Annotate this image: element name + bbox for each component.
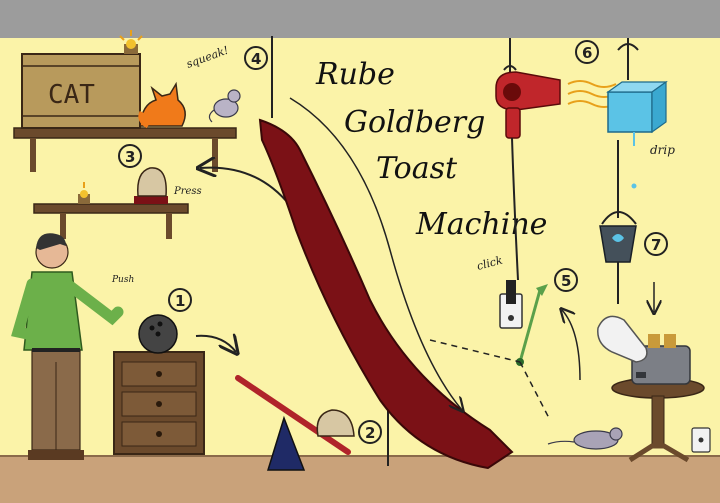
title-line-2: Goldberg: [344, 105, 485, 140]
push-note: Push: [111, 275, 134, 285]
slide: [258, 36, 514, 470]
step-2-marker: 2: [358, 420, 382, 444]
mouse-icon: [547, 427, 623, 450]
svg-text:1: 1: [175, 292, 185, 310]
ceiling: [0, 0, 720, 38]
svg-text:7: 7: [651, 236, 661, 254]
cat-crate: CAT: [21, 53, 141, 129]
glove-icon: [316, 409, 355, 437]
title-line-3: Toast: [376, 151, 458, 186]
dresser: [113, 351, 205, 455]
crate-label: CAT: [48, 80, 95, 110]
title-line-4: Machine: [415, 207, 547, 242]
drip-note: drip: [650, 143, 675, 157]
outlet-icon: [691, 427, 711, 453]
step-3-marker: 3: [118, 144, 142, 168]
svg-text:2: 2: [365, 424, 375, 442]
cat-icon: [138, 81, 186, 129]
step-4-marker: 4: [244, 46, 268, 70]
title-block: Rube Goldberg Toast Machine: [315, 57, 547, 242]
svg-text:3: 3: [125, 148, 135, 166]
outlet-icon: [499, 280, 523, 329]
title-line-1: Rube: [315, 57, 395, 92]
lamp-icon: [119, 30, 143, 54]
glove-icon: [597, 315, 648, 363]
seesaw: [235, 375, 351, 471]
svg-text:4: 4: [251, 50, 261, 68]
mouse-icon: [208, 89, 241, 123]
floor: [0, 456, 720, 503]
press-note: Press: [173, 186, 202, 197]
svg-text:5: 5: [561, 272, 571, 290]
step-1-marker: 1: [168, 288, 192, 312]
step-7-marker: 7: [644, 232, 668, 256]
step-5-marker: 5: [554, 268, 578, 292]
lamp-icon: [78, 182, 90, 204]
bowling-ball-icon: [138, 314, 178, 354]
svg-text:6: 6: [582, 44, 592, 62]
step-6-marker: 6: [575, 40, 599, 64]
man-figure: [11, 233, 124, 460]
bucket-icon: [599, 140, 637, 304]
lower-shelf: [33, 203, 189, 239]
glove-icon: [134, 167, 168, 204]
ice-cube-icon: [606, 38, 668, 189]
hair-dryer-icon: [495, 38, 561, 281]
lever: [429, 284, 551, 421]
